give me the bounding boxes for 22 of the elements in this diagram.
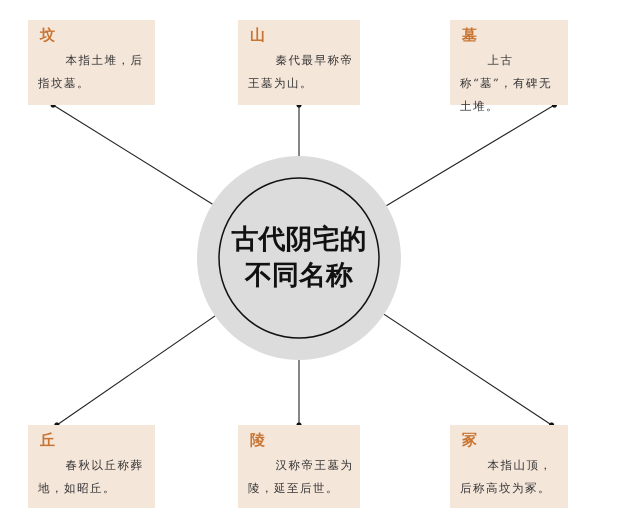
- name-card: [28, 425, 155, 508]
- title-text: 古代阴宅的不同名称: [230, 223, 368, 293]
- card-text: 秦代最早称帝王墓为山。: [248, 52, 354, 92]
- card-text: 本指土堆，后指坟墓。: [38, 52, 145, 92]
- card-heading: 陵: [250, 431, 266, 450]
- card-text: 汉称帝王墓为陵，延至后世。: [248, 457, 354, 497]
- card-text: 本指山顶，后称高坟为冢。: [460, 457, 554, 497]
- title-circle: [197, 156, 401, 360]
- connector-line: [54, 315, 216, 428]
- card-heading: 冢: [462, 431, 478, 450]
- card-heading: 墓: [462, 26, 478, 45]
- card-heading: 山: [250, 26, 266, 45]
- card-text: 春秋以丘称葬地，如昭丘。: [38, 457, 145, 497]
- connector-line: [384, 314, 554, 428]
- card-heading: 坟: [40, 26, 56, 45]
- name-card: [450, 425, 568, 508]
- card-heading: 丘: [40, 431, 56, 450]
- name-card: [28, 20, 155, 105]
- connector-line: [296, 360, 302, 428]
- card-text: 上古称“墓”，有碑无土堆。: [460, 52, 553, 115]
- name-card: [238, 20, 360, 105]
- name-card: [238, 425, 360, 508]
